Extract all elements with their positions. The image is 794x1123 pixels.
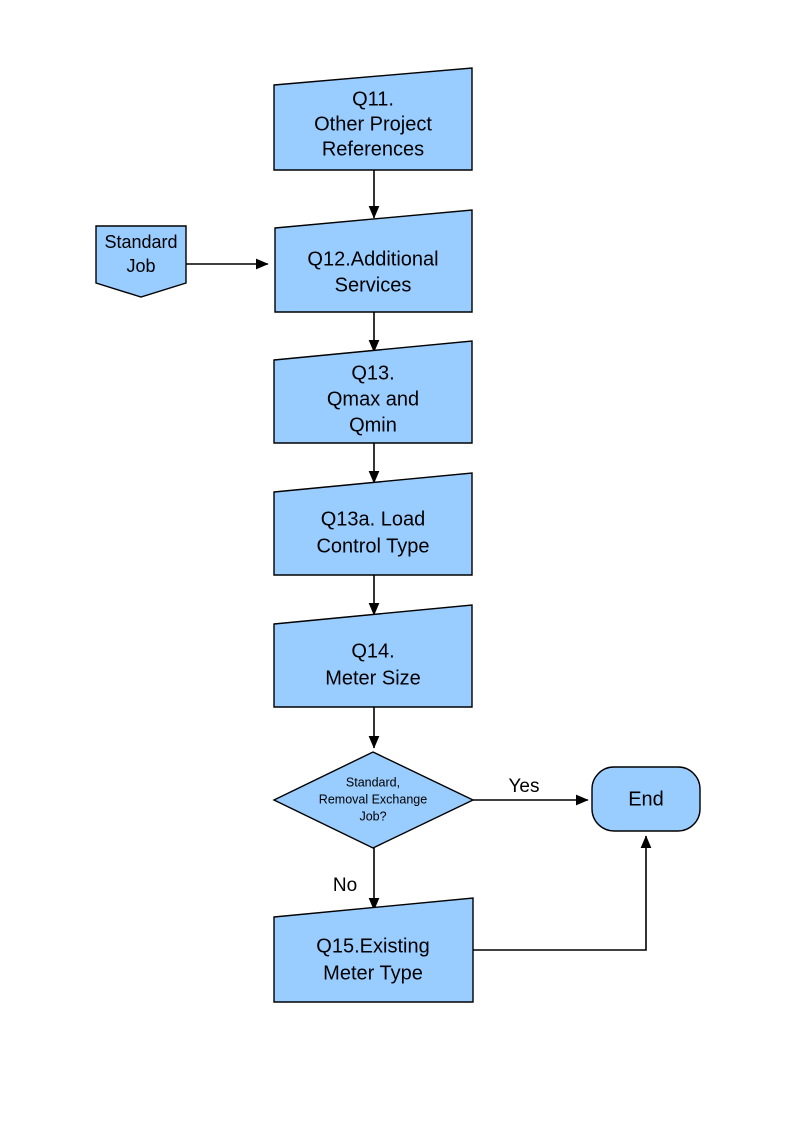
node-q11-line-0: Q11. (352, 88, 394, 110)
node-q12[interactable]: Q12.Additional Services (274, 209, 473, 313)
node-decision-shape[interactable] (272, 751, 475, 849)
node-q13-line-1: Qmax and (327, 388, 419, 410)
node-q15[interactable]: Q15.Existing Meter Type (273, 897, 474, 1003)
node-q11-line-1: Other Project (314, 113, 432, 135)
node-end-shape[interactable] (591, 766, 701, 832)
node-q14-line-0: Q14. (351, 640, 394, 662)
node-q11[interactable]: Q11. Other Project References (273, 67, 473, 171)
edge-label-yes: Yes (509, 776, 540, 797)
node-q14[interactable]: Q14. Meter Size (273, 604, 473, 708)
node-q15-line-1: Meter Type (323, 962, 423, 984)
node-q11-line-2: References (322, 138, 424, 160)
node-q14-shape[interactable] (273, 604, 473, 708)
node-q13a[interactable]: Q13a. Load Control Type (273, 472, 473, 576)
node-standard-job[interactable]: Standard Job (95, 225, 187, 298)
node-q12-shape[interactable] (274, 209, 473, 313)
node-q13-line-0: Q13. (351, 362, 394, 384)
node-q13a-line-1: Control Type (316, 535, 429, 557)
node-q13-line-2: Qmin (349, 414, 397, 436)
node-decision-line-1: Removal Exchange (319, 792, 427, 806)
node-decision[interactable]: Standard, Removal Exchange Job? (272, 751, 475, 849)
node-q14-line-1: Meter Size (325, 667, 421, 689)
node-end-line-0: End (628, 788, 664, 810)
node-q13[interactable]: Q13. Qmax and Qmin (273, 340, 473, 444)
node-q12-line-1: Services (335, 274, 412, 296)
edge-label-group: Yes No (333, 776, 540, 896)
node-q12-line-0: Q12.Additional (307, 248, 438, 270)
node-q15-shape[interactable] (273, 897, 474, 1003)
edge-label-no: No (333, 875, 357, 896)
node-standard-job-line-0: Standard (104, 232, 177, 252)
node-q13a-line-0: Q13a. Load (321, 508, 426, 530)
node-q15-line-0: Q15.Existing (316, 935, 429, 957)
node-q13a-shape[interactable] (273, 472, 473, 576)
connector-q15-end (473, 835, 652, 951)
node-decision-line-2: Job? (359, 809, 386, 823)
connector-group (186, 170, 652, 951)
node-q13-shape[interactable] (273, 340, 473, 444)
node-standard-job-shape[interactable] (95, 225, 187, 298)
node-end[interactable]: End (591, 766, 701, 832)
node-q11-shape[interactable] (273, 67, 473, 171)
node-decision-line-0: Standard, (346, 775, 400, 789)
node-standard-job-line-1: Job (126, 256, 155, 276)
